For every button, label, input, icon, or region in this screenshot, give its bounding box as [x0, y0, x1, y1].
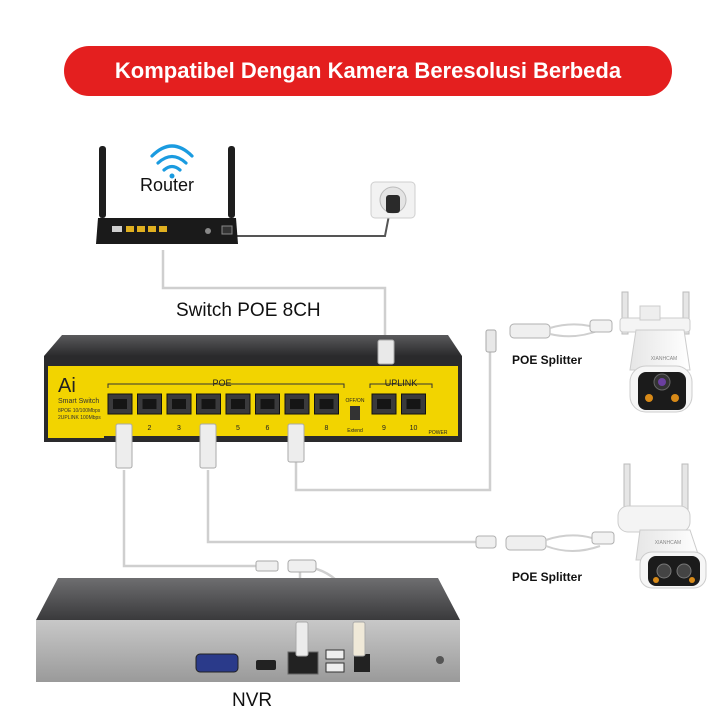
router-antenna-right — [228, 146, 235, 218]
poe-switch-device — [44, 335, 462, 442]
uplink-port-number-9: 9 — [382, 425, 386, 432]
cable-port4-camera — [208, 470, 480, 542]
dc-port — [354, 654, 370, 672]
switch-model: Smart Switch — [58, 398, 99, 405]
cable-router-power — [232, 210, 390, 236]
uplink-port-socket-10 — [407, 399, 421, 409]
poe-port-socket-5 — [231, 399, 245, 409]
nvr-label: NVR — [232, 690, 272, 712]
poe-port-number-6: 6 — [266, 425, 270, 432]
poe-port-number-8: 8 — [325, 425, 329, 432]
poe-group-label: POE — [212, 378, 231, 388]
poe-port-socket-3 — [172, 399, 186, 409]
dip-label: OFF/ON — [346, 398, 365, 404]
nvr-device — [36, 578, 460, 682]
camera-top-brand: XIANHCAM — [651, 356, 677, 362]
poe-port-number-5: 5 — [236, 425, 240, 432]
splitter-bottom-label: POE Splitter — [512, 570, 582, 584]
power-label: POWER — [429, 430, 448, 436]
switch-brand: Ai — [58, 375, 76, 397]
switch-spec-1: 8POE 10/100Mbps — [58, 408, 101, 414]
power-outlet-icon — [371, 182, 415, 218]
poe-port-socket-8 — [320, 399, 334, 409]
poe-port-socket-7 — [290, 399, 304, 409]
splitter-top-label: POE Splitter — [512, 353, 582, 367]
switch-label: Switch POE 8CH — [176, 300, 321, 322]
poe-port-socket-1 — [113, 399, 127, 409]
cable-port1-nvr — [124, 470, 258, 566]
vga-port — [196, 654, 238, 672]
poe-splitter-top — [486, 320, 612, 352]
uplink-port-socket-9 — [377, 399, 391, 409]
camera-bottom — [618, 464, 706, 588]
nvr-top — [36, 578, 460, 620]
switch-top — [44, 335, 462, 356]
usb-port-1 — [326, 650, 344, 659]
uplink-port-number-10: 10 — [410, 425, 418, 432]
poe-port-number-3: 3 — [177, 425, 181, 432]
usb-port-2 — [326, 663, 344, 672]
uplink-group-label: UPLINK — [385, 378, 418, 388]
camera-top — [620, 292, 692, 412]
nvr-cable-connectors — [256, 560, 316, 572]
poe-port-number-2: 2 — [148, 425, 152, 432]
router-antenna-left — [99, 146, 106, 218]
poe-port-socket-2 — [143, 399, 157, 409]
poe-port-socket-6 — [261, 399, 275, 409]
poe-splitter-bottom — [476, 532, 614, 551]
hdmi-port — [256, 660, 276, 670]
switch-spec-2: 2UPLINK 100Mbps — [58, 415, 101, 421]
poe-port-socket-4 — [202, 399, 216, 409]
nvr-back-panel — [36, 620, 460, 682]
camera-bottom-brand: XIANHCAM — [655, 540, 681, 546]
cable-router-switch — [163, 250, 385, 345]
router-label: Router — [140, 175, 194, 196]
dip-switch — [350, 406, 360, 420]
extend-label: Extend — [347, 428, 363, 434]
wifi-icon — [152, 146, 192, 179]
